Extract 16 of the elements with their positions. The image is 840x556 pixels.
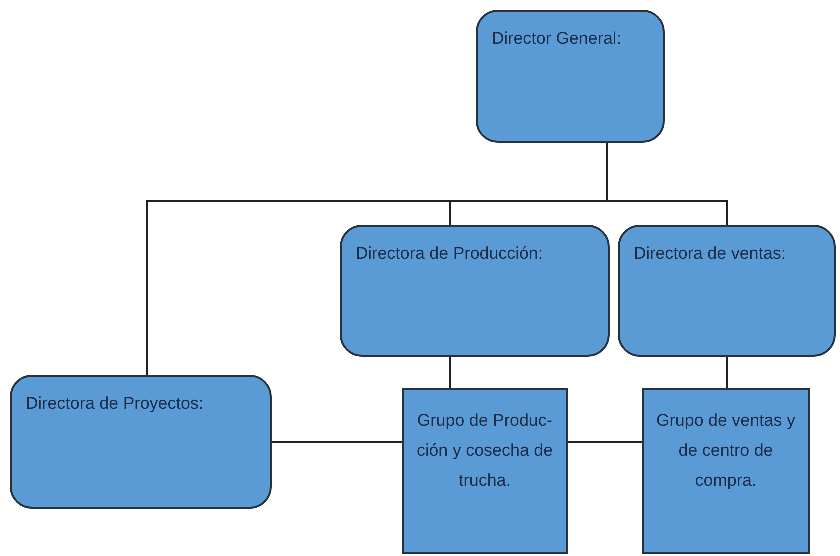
- box-label: Directora de ventas:: [634, 243, 788, 265]
- role-box: [340, 225, 610, 357]
- connector-line: [568, 441, 642, 443]
- connector-line: [449, 357, 451, 388]
- box-label: Grupo de ventas y de centro de compra.: [656, 410, 796, 492]
- role-box: [10, 375, 272, 509]
- box-label: Director General:: [492, 28, 622, 50]
- connector-line: [726, 357, 728, 388]
- box-label: Directora de Producción:: [356, 243, 544, 265]
- team-box: [402, 388, 568, 554]
- box-label: Directora de Proyectos:: [26, 393, 205, 415]
- role-box: [618, 225, 836, 357]
- role-box: [476, 10, 665, 143]
- box-label: Grupo de Produc- ción y cosecha de trucha.: [416, 410, 554, 492]
- team-box: [642, 388, 810, 554]
- connector-line: [272, 441, 402, 443]
